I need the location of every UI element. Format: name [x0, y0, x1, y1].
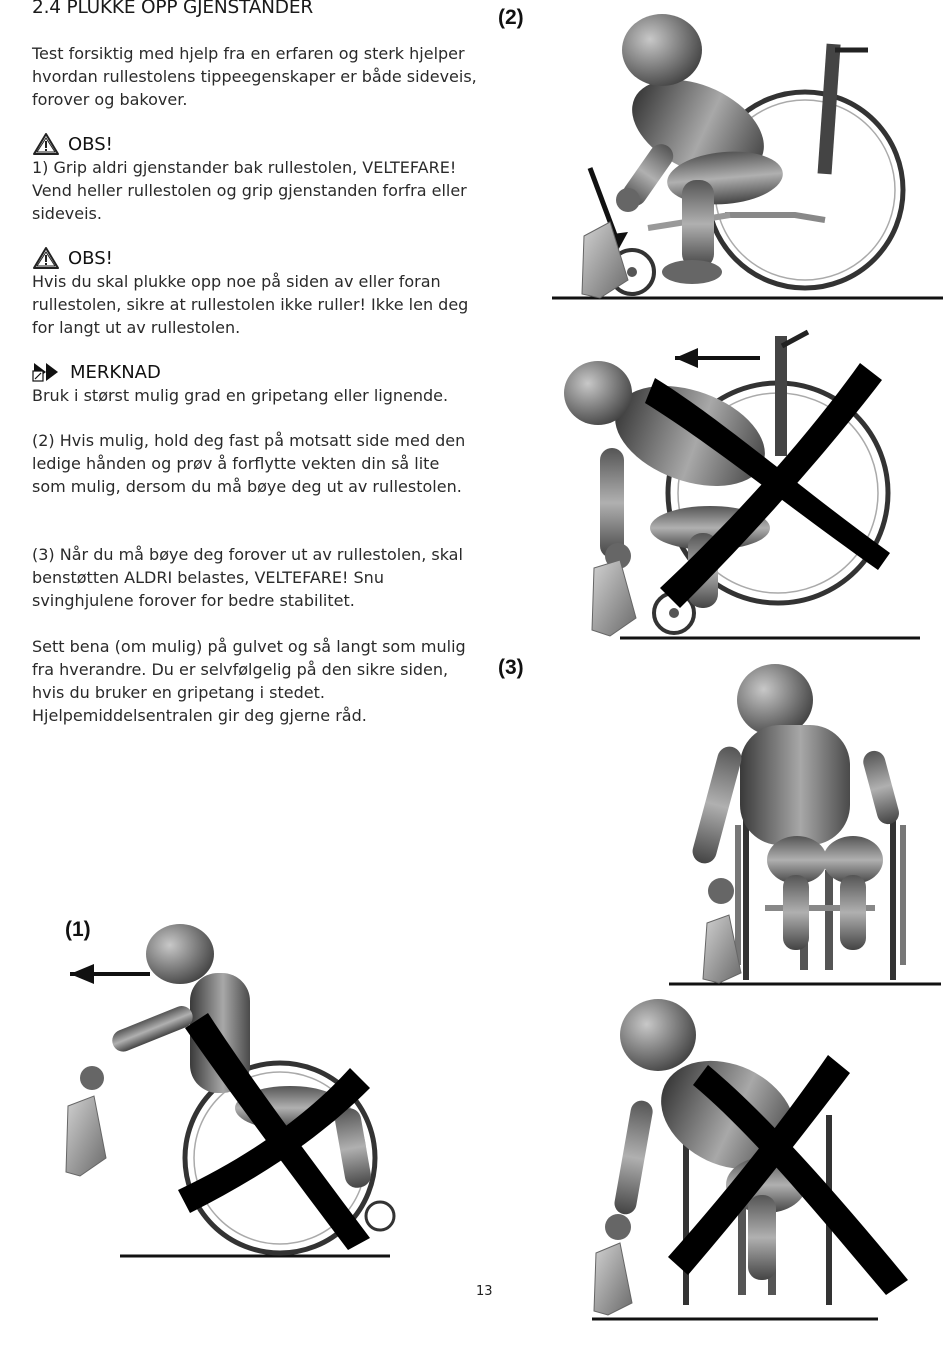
note-label: MERKNAD [70, 361, 161, 383]
paragraph-4: Sett bena (om mulig) på gulvet og så lan… [32, 637, 466, 725]
warning-text-1: 1) Grip aldri gjenstander bak rullestole… [32, 158, 467, 223]
warning-label: OBS! [68, 247, 113, 269]
note-arrows-icon [32, 363, 58, 382]
warning-triangle-icon [33, 247, 59, 269]
figure-label-2: (2) [498, 6, 524, 29]
section-heading: 2.4 PLUKKE OPP GJENSTANDER [32, 0, 313, 18]
warning-header-2: OBS! [32, 245, 113, 271]
warning-text-2: Hvis du skal plukke opp noe på siden av … [32, 272, 469, 337]
illustration-back-reach-unsafe [564, 329, 920, 640]
figure-label-3: (3) [498, 656, 524, 679]
note-header: MERKNAD [32, 359, 161, 385]
warning-header-1: OBS! [32, 131, 113, 157]
page-number: 13 [476, 1284, 493, 1299]
figure-label-1: (1) [65, 918, 91, 941]
warning-triangle-icon [33, 133, 59, 155]
illustration-front-reach-safe [552, 14, 943, 300]
paragraph-3: (3) Når du må bøye deg forover ut av rul… [32, 545, 463, 610]
illustration-rear-reach-unsafe [65, 924, 396, 1258]
warning-label: OBS! [68, 133, 113, 155]
illustration-forward-lean-unsafe [592, 999, 908, 1321]
illustration-side-reach-safe [669, 664, 941, 986]
note-text: Bruk i størst mulig grad en gripetang el… [32, 386, 449, 405]
intro-paragraph: Test forsiktig med hjelp fra en erfaren … [32, 44, 477, 109]
paragraph-2: (2) Hvis mulig, hold deg fast på motsatt… [32, 431, 466, 496]
